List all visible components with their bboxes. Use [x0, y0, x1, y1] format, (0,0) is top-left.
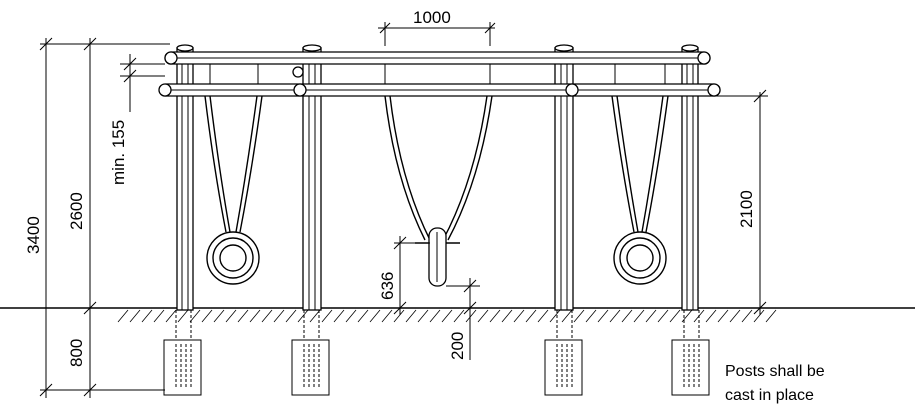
foundation-1 [163, 310, 202, 396]
top-beam [164, 51, 711, 78]
dim-total-height: 3400 [24, 216, 43, 254]
post-2 [302, 44, 322, 311]
foundation-3 [544, 310, 583, 396]
beam-brackets [209, 64, 666, 84]
tire-swing-left [204, 95, 263, 285]
dim-foundation-depth: 800 [67, 339, 86, 367]
swings [204, 95, 669, 287]
note-line-1: Posts shall be [725, 363, 825, 380]
dim-seat-height: 636 [378, 272, 397, 300]
beams [158, 51, 721, 97]
dim-beam-spacing: 1000 [413, 8, 451, 27]
dim-beam-height: 2100 [737, 190, 756, 228]
note-line-2: cast in place [725, 387, 814, 404]
foundation-2 [291, 310, 330, 396]
foundations [163, 310, 710, 396]
dimension-lines [39, 22, 768, 398]
post-3 [554, 44, 574, 311]
post-1 [176, 44, 194, 311]
ground [0, 307, 915, 323]
lower-beam [158, 83, 721, 97]
foundation-4 [671, 310, 710, 396]
dim-min-top-gap: min. 155 [109, 120, 128, 185]
tire-swing-right [611, 95, 669, 285]
dim-seat-clearance: 200 [448, 332, 467, 360]
ground-hatching [117, 309, 777, 323]
dim-height-above-ground: 2600 [67, 192, 86, 230]
flat-swing-center [384, 95, 493, 287]
posts [176, 44, 699, 311]
